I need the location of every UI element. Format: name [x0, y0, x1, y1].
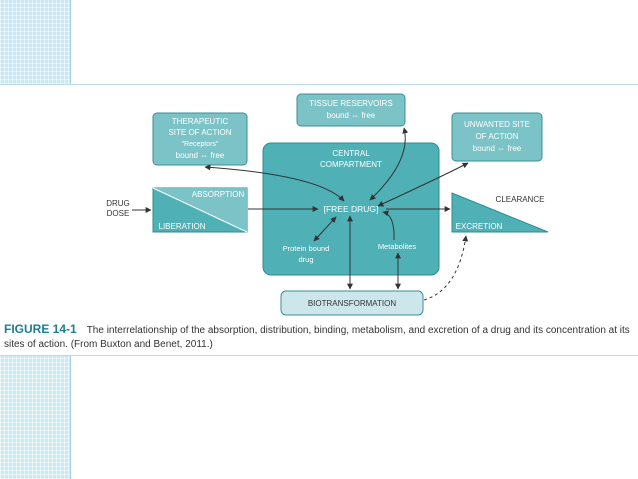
liberation-label: LIBERATION: [159, 222, 206, 231]
excretion-triangle: [451, 192, 549, 233]
protein-bound-arrow: [313, 216, 337, 242]
divider-bottom: [0, 355, 638, 356]
clearance-label: CLEARANCE: [496, 195, 545, 204]
unwanted-line2: OF ACTION: [475, 132, 518, 141]
decorative-stripe-bottom: [0, 355, 71, 479]
divider-top: [0, 84, 638, 85]
metabolites-arrow: [382, 210, 395, 241]
drug-dose-line2: DOSE: [107, 209, 130, 218]
protein-bound-line1: Protein bound: [283, 244, 330, 253]
caption-text: The interrelationship of the absorption,…: [4, 325, 630, 350]
tissue-reservoirs-box: [296, 93, 406, 127]
pharmacokinetics-diagram: TISSUE RESERVOIRS bound ⇔ free THERAPEUT…: [106, 93, 549, 316]
tissue-reservoirs-title: TISSUE RESERVOIRS: [309, 99, 392, 108]
decorative-stripe-top: [0, 0, 71, 84]
therapeutic-site-box: [152, 112, 248, 166]
unwanted-arrow: [377, 162, 469, 207]
absorption-divider: [152, 187, 248, 233]
dashed-excretion-arrow: [423, 235, 469, 301]
unwanted-line1: UNWANTED SITE: [464, 120, 530, 129]
biotransformation-label: BIOTRANSFORMATION: [308, 299, 397, 308]
tissue-reservoirs-sub: bound ⇔ free: [327, 111, 376, 120]
therapeutic-line4: bound ⇔ free: [176, 151, 225, 160]
drug-dose-line1: DRUG: [106, 199, 130, 208]
central-line1: CENTRAL: [332, 149, 370, 158]
protein-bound-line2: drug: [298, 255, 313, 264]
therapeutic-line2: SITE OF ACTION: [168, 128, 231, 137]
free-drug-label: [FREE DRUG]: [324, 204, 379, 214]
central-line2: COMPARTMENT: [320, 160, 382, 169]
therapeutic-arrow: [204, 164, 345, 202]
absorption-label: ABSORPTION: [192, 190, 245, 199]
excretion-label: EXCRETION: [456, 222, 503, 231]
unwanted-site-box: [451, 112, 543, 162]
metabolites-label: Metabolites: [378, 242, 417, 251]
unwanted-line3: bound ⇔ free: [473, 144, 522, 153]
biotransformation-box: [280, 290, 424, 316]
therapeutic-line3: "Receptors": [182, 141, 219, 148]
figure-label: FIGURE 14-1: [4, 322, 77, 336]
therapeutic-line1: THERAPEUTIC: [172, 117, 229, 126]
